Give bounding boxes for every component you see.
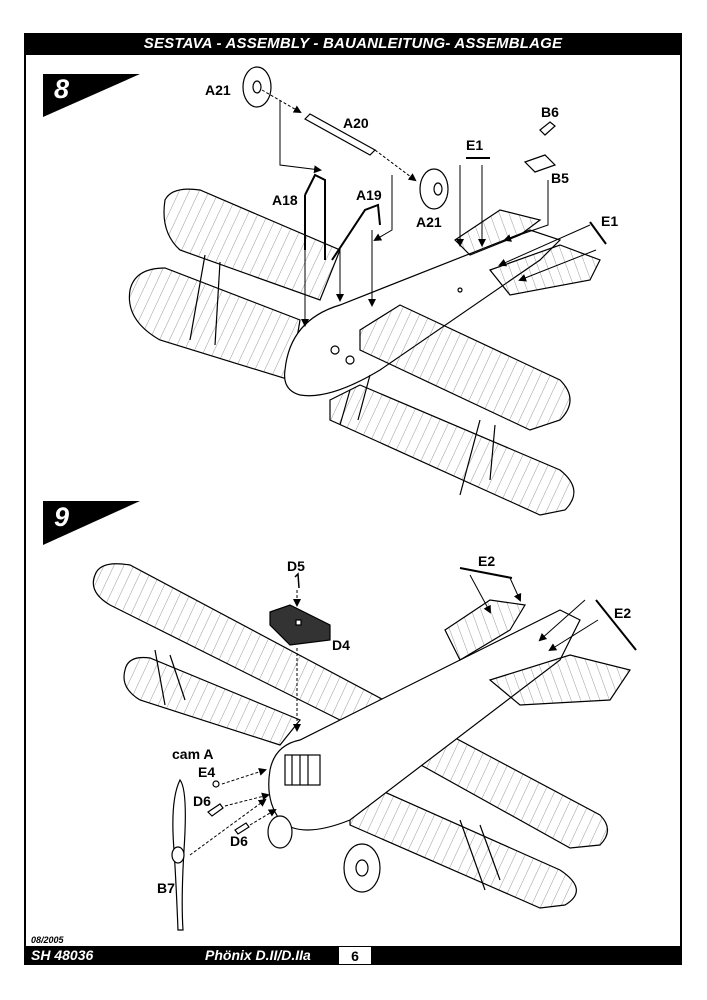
step-9-arrows <box>189 574 599 856</box>
footer-code: SH 48036 <box>31 947 94 963</box>
step-8-arrows <box>261 89 597 327</box>
label-b5: B5 <box>551 170 569 186</box>
step-9-aircraft <box>92 563 631 931</box>
step-8-aircraft <box>128 66 601 516</box>
footer-model: Phönix D.II/D.IIa <box>205 947 311 963</box>
label-a21-top: A21 <box>205 82 231 98</box>
label-d4: D4 <box>332 637 350 653</box>
page-header: SESTAVA - ASSEMBLY - BAUANLEITUNG- ASSEM… <box>24 33 682 55</box>
footer-date: 08/2005 <box>31 935 64 945</box>
label-d6-lower: D6 <box>230 833 248 849</box>
label-b7: B7 <box>157 880 175 896</box>
label-d5: D5 <box>287 558 305 574</box>
label-a19: A19 <box>356 187 382 203</box>
label-a20: A20 <box>343 115 369 131</box>
label-b6: B6 <box>541 104 559 120</box>
page-number: 6 <box>338 946 372 965</box>
label-d6-upper: D6 <box>193 793 211 809</box>
step-8-number: 8 <box>54 74 70 104</box>
label-e2-top: E2 <box>478 553 496 569</box>
label-a18: A18 <box>272 192 298 208</box>
label-e4: E4 <box>198 764 216 780</box>
step-9-number: 9 <box>54 502 70 532</box>
label-e2-right: E2 <box>614 605 632 621</box>
step-8-badge <box>43 74 140 117</box>
label-cam-a: cam A <box>172 746 214 762</box>
label-a21-bottom: A21 <box>416 214 442 230</box>
step-9-badge <box>43 501 140 545</box>
label-e1-top: E1 <box>466 137 484 153</box>
label-e1-right: E1 <box>601 213 619 229</box>
